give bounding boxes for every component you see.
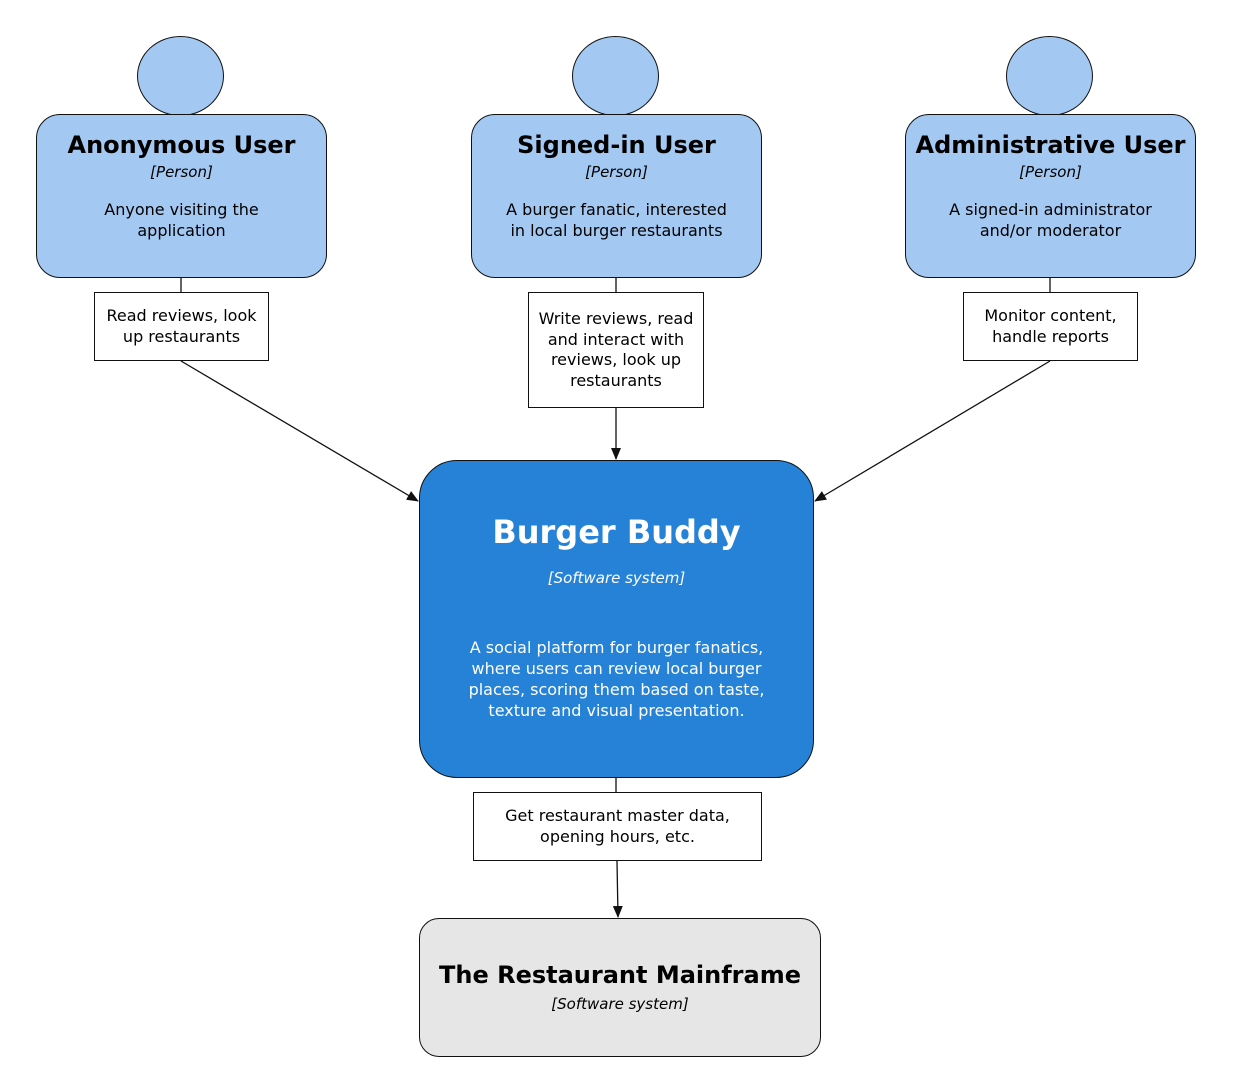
relation-label-admin: Monitor content, handle reports — [963, 292, 1138, 361]
restaurant-mainframe-title: The Restaurant Mainframe — [439, 961, 801, 989]
anonymous-user-head — [137, 36, 224, 116]
restaurant-mainframe-system: The Restaurant Mainframe [Software syste… — [419, 918, 821, 1057]
burger-buddy-system: Burger Buddy [Software system] A social … — [419, 460, 814, 778]
anonymous-user-title: Anonymous User — [67, 131, 296, 159]
restaurant-mainframe-kind: [Software system] — [551, 995, 689, 1013]
signed-in-user-title: Signed-in User — [517, 131, 716, 159]
relation-label-anonymous: Read reviews, look up restaurants — [94, 292, 269, 361]
admin-user-desc: A signed-in administrator and/or moderat… — [949, 200, 1152, 240]
anonymous-user-desc: Anyone visiting the application — [104, 200, 259, 240]
burger-buddy-desc: A social platform for burger fanatics, w… — [468, 638, 765, 720]
anonymous-user-box: Anonymous User [Person] Anyone visiting … — [36, 114, 327, 278]
anonymous-user-kind: [Person] — [150, 163, 213, 181]
arrow-system-to-mainframe — [612, 860, 623, 918]
signed-in-user-desc: A burger fanatic, interested in local bu… — [506, 200, 727, 240]
admin-user-title: Administrative User — [915, 131, 1186, 159]
burger-buddy-kind: [Software system] — [547, 569, 686, 587]
burger-buddy-title: Burger Buddy — [492, 513, 741, 551]
signed-in-user-kind: [Person] — [585, 163, 648, 181]
arrow-admin-to-system — [814, 360, 1051, 502]
admin-user-head — [1006, 36, 1093, 116]
relation-label-mainframe: Get restaurant master data, opening hour… — [473, 792, 762, 861]
admin-user-kind: [Person] — [1019, 163, 1082, 181]
admin-user-box: Administrative User [Person] A signed-in… — [905, 114, 1196, 278]
relation-label-signed-in: Write reviews, read and interact with re… — [528, 292, 704, 408]
signed-in-user-box: Signed-in User [Person] A burger fanatic… — [471, 114, 762, 278]
signed-in-user-head — [572, 36, 659, 116]
arrow-anonymous-to-system — [180, 360, 419, 502]
